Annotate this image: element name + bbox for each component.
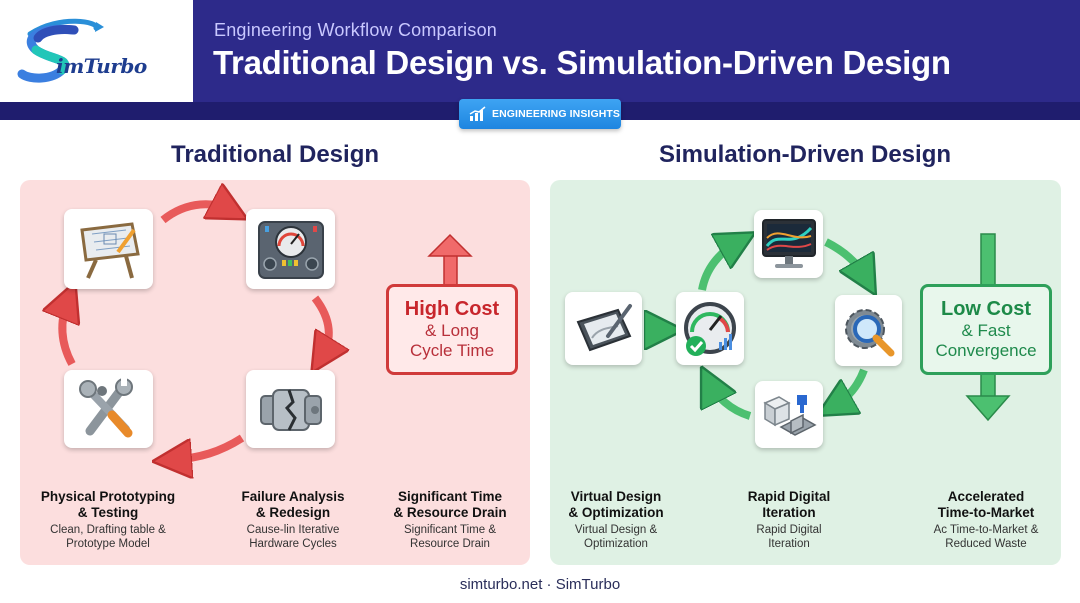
page-title: Traditional Design vs. Simulation-Driven… — [213, 44, 951, 81]
callout-line: & Long — [425, 321, 479, 340]
caption-subtitle: Rapid Digital — [756, 524, 822, 536]
cad-parts-icon — [763, 394, 817, 436]
gauge-check-tile — [676, 292, 744, 365]
caption-title: & Optimization — [568, 505, 664, 520]
caption-subtitle: Resource Drain — [410, 538, 490, 550]
cad-parts-tile — [755, 381, 823, 448]
logo-area: imTurbo — [0, 0, 193, 102]
caption-subtitle: Iteration — [768, 538, 810, 550]
callout-line: & Fast — [961, 321, 1011, 340]
tablet-pen-icon — [576, 303, 632, 351]
caption-rapid-iteration: Rapid Digital Iteration Rapid Digital It… — [704, 489, 874, 551]
callout-line: Cycle Time — [409, 341, 495, 360]
callout-headline: High Cost — [404, 298, 500, 320]
caption-subtitle: Reduced Waste — [945, 538, 1027, 550]
caption-accelerated: Accelerated Time-to-Market Ac Time-to-Ma… — [901, 489, 1071, 551]
caption-title: Failure Analysis — [241, 489, 345, 504]
caption-subtitle: Hardware Cycles — [249, 538, 337, 550]
gear-magnifier-icon — [844, 308, 894, 356]
caption-subtitle: Optimization — [584, 538, 648, 550]
simturbo-logo-icon — [17, 18, 104, 83]
traditional-title: Traditional Design — [170, 141, 380, 168]
simulation-monitor-icon — [761, 219, 816, 268]
caption-subtitle: Clean, Drafting table & — [50, 524, 166, 536]
caption-subtitle: Virtual Design & — [574, 524, 658, 536]
gear-magnifier-tile — [835, 295, 902, 366]
caption-significant-time: Significant Time & Resource Drain Signif… — [365, 489, 535, 551]
callout-headline: Low Cost — [941, 298, 1031, 320]
caption-title: Significant Time — [397, 489, 503, 504]
simulation-title: Simulation-Driven Design — [658, 141, 952, 168]
caption-title: Virtual Design — [570, 489, 662, 504]
caption-title: Iteration — [762, 505, 816, 520]
caption-subtitle: Significant Time & — [403, 524, 497, 536]
callout-line: Convergence — [935, 341, 1037, 360]
tablet-pen-tile — [565, 292, 642, 365]
drafting-table-icon — [79, 222, 140, 279]
caption-title: Time-to-Market — [937, 505, 1035, 520]
caption-title: & Resource Drain — [393, 505, 507, 520]
caption-title: Accelerated — [947, 489, 1025, 504]
bar-chart-icon — [469, 106, 486, 121]
badge-label: ENGINEERING INSIGHTS — [492, 108, 621, 120]
caption-physical-prototyping: Physical Prototyping & Testing Clean, Dr… — [23, 489, 193, 551]
caption-title: & Testing — [77, 505, 139, 520]
engineering-insights-badge: ENGINEERING INSIGHTS — [459, 99, 621, 129]
footer-link[interactable]: simturbo.net · SimTurbo — [459, 576, 621, 593]
simulation-monitor-tile — [754, 210, 823, 278]
gauge-check-icon — [684, 301, 736, 356]
header-subtitle: Engineering Workflow Comparison — [214, 20, 497, 40]
caption-subtitle: Ac Time-to-Market & — [933, 524, 1039, 536]
logo-wordmark: imTurbo — [56, 54, 147, 78]
broken-part-icon — [259, 389, 322, 431]
control-panel-tile — [246, 209, 335, 289]
low-cost-callout: Low Cost & Fast Convergence — [920, 284, 1052, 375]
control-panel-icon — [257, 221, 324, 279]
caption-title: & Redesign — [255, 505, 331, 520]
wrench-tools-icon — [78, 378, 133, 438]
caption-title: Physical Prototyping — [40, 489, 176, 504]
caption-virtual-design: Virtual Design & Optimization Virtual De… — [531, 489, 701, 551]
wrench-tools-tile — [64, 370, 153, 448]
drafting-table-tile — [64, 209, 153, 289]
caption-subtitle: Prototype Model — [66, 538, 150, 550]
caption-failure-analysis: Failure Analysis & Redesign Cause-lin It… — [208, 489, 378, 551]
broken-part-tile — [246, 370, 335, 448]
caption-subtitle: Cause-lin Iterative — [246, 524, 340, 536]
caption-title: Rapid Digital — [747, 489, 831, 504]
traditional-cycle-arrows — [20, 180, 473, 565]
high-cost-callout: High Cost & Long Cycle Time — [386, 284, 518, 375]
